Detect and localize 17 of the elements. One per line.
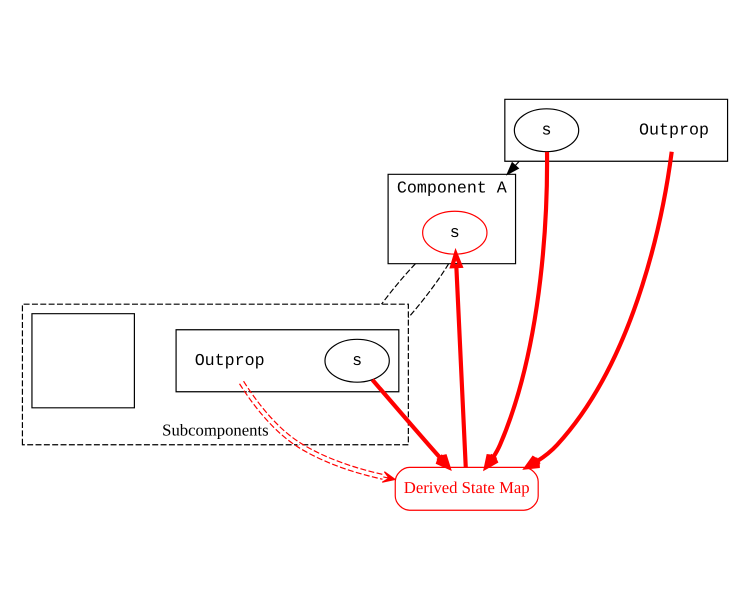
node-text: Outprop xyxy=(194,352,265,372)
node-text: Outprop xyxy=(638,122,709,141)
arrow xyxy=(449,248,468,468)
arrow xyxy=(484,152,550,470)
node-box xyxy=(31,313,135,408)
arrow xyxy=(506,160,520,176)
node-ellipse: s xyxy=(514,108,580,152)
cluster xyxy=(504,98,728,162)
node-box: Derived State Map xyxy=(394,466,539,511)
arrow xyxy=(239,380,396,483)
arrow xyxy=(524,151,674,470)
connector xyxy=(408,263,450,318)
connector xyxy=(381,263,416,305)
arrow xyxy=(370,378,451,470)
node-ellipse: s xyxy=(422,210,488,255)
cluster xyxy=(175,329,400,392)
node-ellipse: s xyxy=(324,338,390,383)
